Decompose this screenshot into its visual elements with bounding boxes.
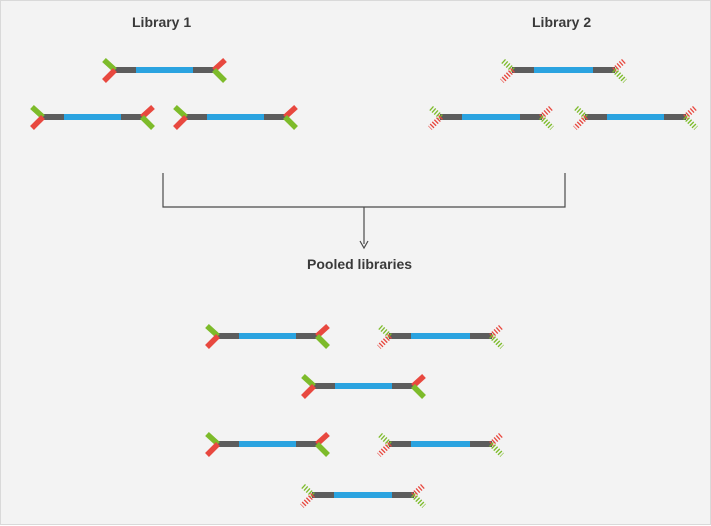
left-lower-adapter-arm [428, 115, 443, 130]
right-upper-adapter-arm [489, 323, 504, 339]
pooled-fragment [377, 431, 504, 457]
left-upper-adapter-arm [377, 323, 392, 339]
library2-fragment [500, 57, 627, 83]
right-lower-adapter-arm [140, 115, 155, 130]
pooled-fragment [205, 323, 330, 349]
left-adapter-body [585, 114, 607, 120]
left-lower-adapter-arm [300, 493, 315, 508]
right-lower-adapter-arm [315, 442, 330, 457]
left-upper-adapter-arm [428, 104, 443, 120]
right-adapter-body [470, 333, 492, 339]
library-1-title: Library 1 [132, 14, 192, 30]
right-lower-adapter-arm [489, 334, 504, 349]
left-lower-adapter-arm [30, 115, 45, 130]
library2-fragment [428, 104, 554, 130]
pooled-libraries-title: Pooled libraries [307, 256, 413, 272]
right-adapter-body [664, 114, 686, 120]
insert-segment [136, 67, 193, 73]
pooled-fragment [205, 431, 330, 457]
right-adapter-body [520, 114, 542, 120]
left-upper-adapter-arm [300, 482, 315, 498]
right-lower-adapter-arm [212, 68, 227, 83]
right-upper-adapter-arm [489, 431, 504, 447]
right-lower-adapter-arm [539, 115, 554, 130]
right-lower-adapter-arm [612, 68, 627, 83]
left-lower-adapter-arm [205, 334, 220, 349]
insert-segment [334, 492, 392, 498]
left-adapter-body [313, 383, 335, 389]
library1-fragment [102, 57, 227, 83]
library-2-title: Library 2 [532, 14, 592, 30]
left-lower-adapter-arm [500, 68, 515, 83]
right-adapter-body [470, 441, 492, 447]
library1-fragment [173, 104, 298, 130]
right-upper-adapter-arm [612, 57, 627, 73]
right-lower-adapter-arm [411, 384, 426, 399]
insert-segment [335, 383, 392, 389]
library2-fragment [573, 104, 698, 130]
left-adapter-body [185, 114, 207, 120]
right-lower-adapter-arm [315, 334, 330, 349]
insert-segment [534, 67, 593, 73]
insert-segment [239, 333, 296, 339]
right-upper-adapter-arm [411, 482, 426, 498]
right-adapter-body [296, 441, 318, 447]
pooling-connector [162, 173, 566, 244]
right-lower-adapter-arm [411, 493, 426, 508]
pooled-fragment [377, 323, 504, 349]
library1-fragment [30, 104, 155, 130]
right-adapter-body [121, 114, 143, 120]
insert-segment [239, 441, 296, 447]
left-upper-adapter-arm [573, 104, 588, 120]
left-lower-adapter-arm [573, 115, 588, 130]
right-upper-adapter-arm [539, 104, 554, 120]
right-adapter-body [264, 114, 286, 120]
right-upper-adapter-arm [683, 104, 698, 120]
left-lower-adapter-arm [205, 442, 220, 457]
right-adapter-body [193, 67, 215, 73]
right-lower-adapter-arm [283, 115, 298, 130]
right-adapter-body [392, 383, 414, 389]
fragments-group [30, 57, 698, 508]
left-adapter-body [512, 67, 534, 73]
left-lower-adapter-arm [301, 384, 316, 399]
insert-segment [411, 333, 470, 339]
right-adapter-body [296, 333, 318, 339]
left-lower-adapter-arm [377, 442, 392, 457]
left-upper-adapter-arm [500, 57, 515, 73]
left-adapter-body [42, 114, 64, 120]
left-adapter-body [389, 441, 411, 447]
left-lower-adapter-arm [102, 68, 117, 83]
left-lower-adapter-arm [377, 334, 392, 349]
left-adapter-body [217, 333, 239, 339]
right-lower-adapter-arm [489, 442, 504, 457]
right-adapter-body [392, 492, 414, 498]
pooled-fragment [301, 373, 426, 399]
left-adapter-body [389, 333, 411, 339]
left-lower-adapter-arm [173, 115, 188, 130]
pooled-fragment [300, 482, 426, 508]
insert-segment [607, 114, 664, 120]
insert-segment [64, 114, 121, 120]
left-adapter-body [114, 67, 136, 73]
right-lower-adapter-arm [683, 115, 698, 130]
left-adapter-body [217, 441, 239, 447]
connector-arrowhead [359, 240, 369, 250]
insert-segment [462, 114, 520, 120]
right-adapter-body [593, 67, 615, 73]
connector-bracket [162, 173, 566, 208]
left-adapter-body [312, 492, 334, 498]
left-adapter-body [440, 114, 462, 120]
insert-segment [207, 114, 264, 120]
insert-segment [411, 441, 470, 447]
left-upper-adapter-arm [377, 431, 392, 447]
